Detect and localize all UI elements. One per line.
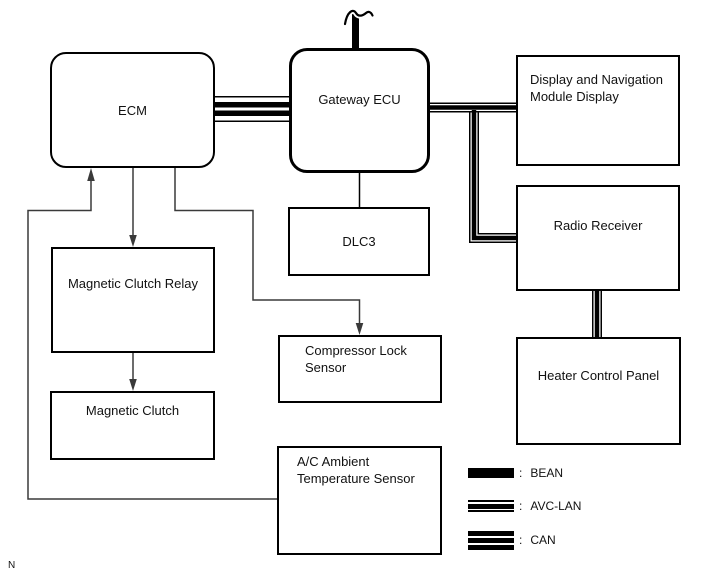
node-magnetic-clutch-relay: Magnetic Clutch Relay bbox=[51, 247, 215, 353]
node-label: DLC3 bbox=[342, 234, 376, 249]
node-label: Gateway ECU bbox=[318, 92, 401, 107]
can-line-swatch-icon bbox=[468, 530, 514, 550]
node-display-navigation: Display and Navigation Module Display bbox=[516, 55, 680, 166]
node-radio-receiver: Radio Receiver bbox=[516, 185, 680, 291]
node-gateway-ecu: Gateway ECU bbox=[289, 48, 430, 173]
wire-ecm-to-relay bbox=[129, 168, 137, 247]
node-label: Heater Control Panel bbox=[537, 367, 660, 383]
node-label: Compressor Lock Sensor bbox=[305, 343, 407, 375]
node-label: A/C Ambient Temperature Sensor bbox=[297, 454, 415, 486]
footnote-marker: N bbox=[8, 560, 16, 571]
arrowhead-up-icon bbox=[87, 168, 95, 181]
avclan-line-swatch-icon bbox=[468, 500, 514, 512]
bean-line-swatch-icon bbox=[468, 468, 514, 478]
node-label: Magnetic Clutch Relay bbox=[67, 275, 199, 291]
legend-item-bean: : BEAN bbox=[468, 463, 563, 483]
node-label: Magnetic Clutch bbox=[85, 403, 180, 418]
arrowhead-down-icon bbox=[129, 235, 137, 247]
node-compressor-lock-sensor: Compressor Lock Sensor bbox=[278, 335, 442, 403]
legend-separator: : bbox=[519, 499, 523, 513]
arrowhead-down-icon bbox=[129, 379, 137, 391]
node-ac-ambient-temp-sensor: A/C Ambient Temperature Sensor bbox=[277, 446, 442, 555]
legend-item-avc-lan: : AVC-LAN bbox=[468, 496, 581, 516]
bus-avclan-gateway-display-radio bbox=[430, 102, 516, 243]
legend-separator: : bbox=[519, 533, 523, 547]
node-ecm: ECM bbox=[50, 52, 215, 168]
node-magnetic-clutch: Magnetic Clutch bbox=[50, 391, 215, 460]
arrowhead-down-icon bbox=[355, 323, 364, 335]
legend-label: BEAN bbox=[530, 466, 564, 480]
node-label: Display and Navigation Module Display bbox=[530, 72, 663, 104]
wire-ambient-to-ecm bbox=[27, 168, 277, 500]
legend-item-can: : CAN bbox=[468, 530, 556, 550]
bus-bean-gateway-top bbox=[342, 7, 376, 50]
node-heater-control-panel: Heater Control Panel bbox=[516, 337, 681, 445]
legend-separator: : bbox=[519, 466, 523, 480]
node-label: ECM bbox=[118, 102, 147, 118]
legend-label: CAN bbox=[530, 533, 556, 547]
legend-label: AVC-LAN bbox=[530, 499, 582, 513]
wire-ecm-to-lock-sensor bbox=[174, 168, 364, 335]
node-label: Radio Receiver bbox=[553, 217, 643, 233]
break-symbol-icon bbox=[343, 9, 374, 26]
node-dlc3: DLC3 bbox=[288, 207, 430, 276]
wire-relay-to-clutch bbox=[129, 353, 137, 391]
